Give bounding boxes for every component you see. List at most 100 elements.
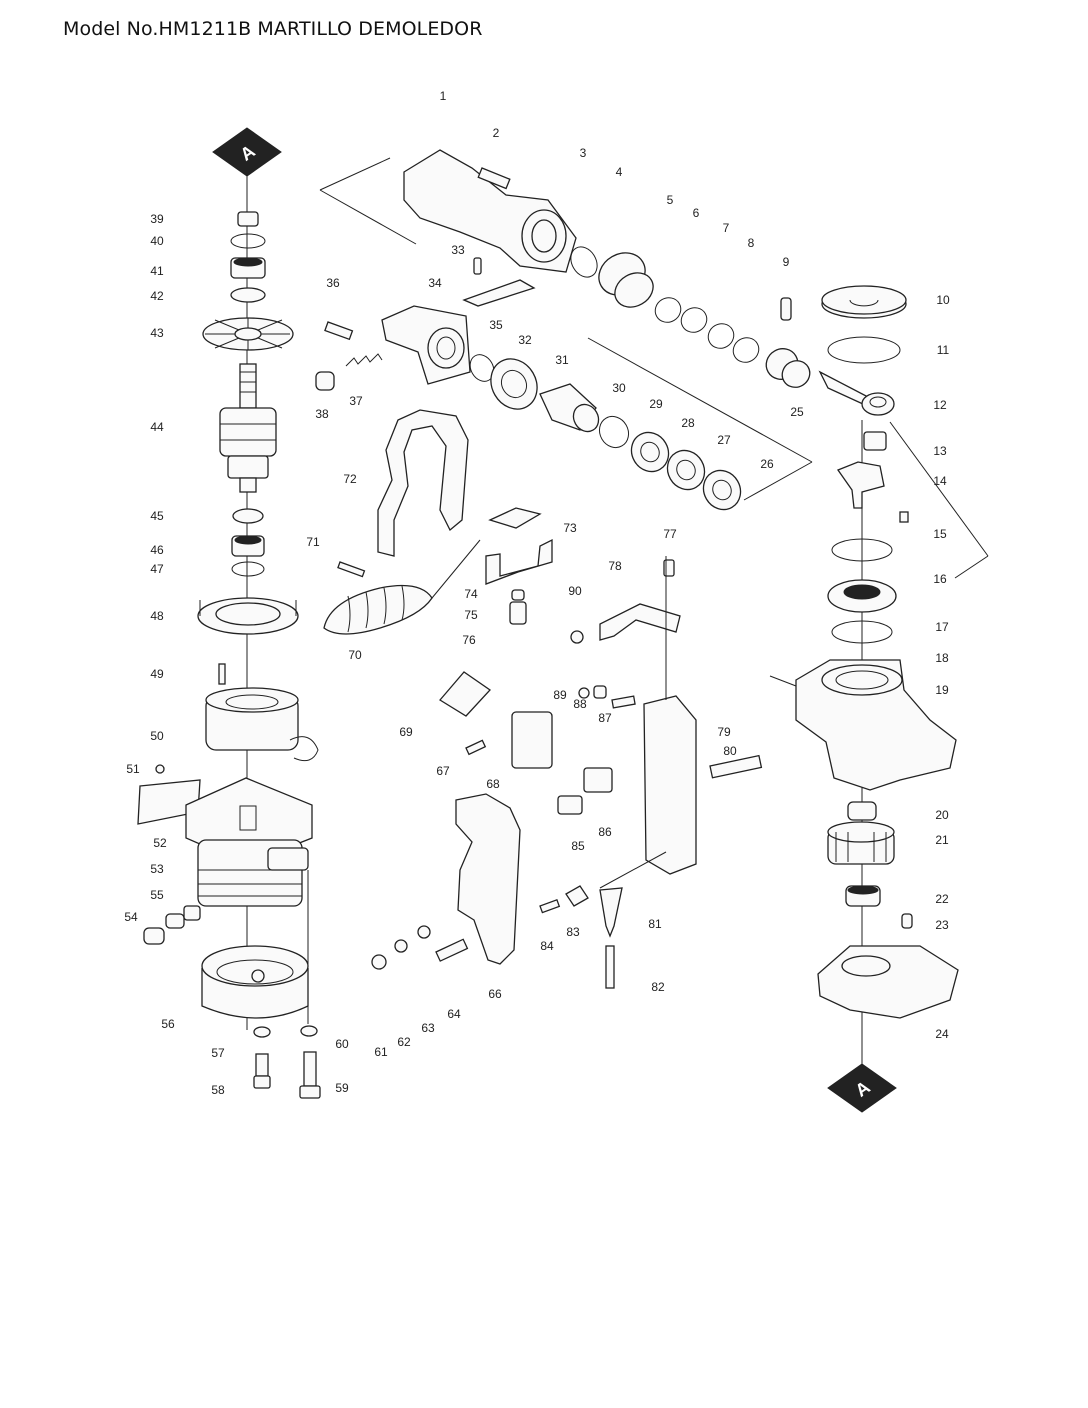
part-callout-10: 10 bbox=[936, 293, 950, 307]
part-callout-75: 75 bbox=[464, 608, 478, 622]
part-callout-9: 9 bbox=[783, 255, 790, 269]
part-callout-53: 53 bbox=[150, 862, 164, 876]
part-callout-73: 73 bbox=[563, 521, 577, 535]
part-callout-45: 45 bbox=[150, 509, 164, 523]
part-callout-49: 49 bbox=[150, 667, 164, 681]
part-callout-11: 11 bbox=[937, 343, 950, 357]
part-callout-88: 88 bbox=[573, 697, 587, 711]
part-callout-4: 4 bbox=[616, 165, 623, 179]
part-callout-82: 82 bbox=[651, 980, 665, 994]
part-callout-89: 89 bbox=[553, 688, 567, 702]
part-callout-44: 44 bbox=[150, 420, 164, 434]
part-callout-71: 71 bbox=[306, 535, 320, 549]
part-callout-50: 50 bbox=[150, 729, 164, 743]
part-callout-54: 54 bbox=[124, 910, 138, 924]
part-callout-7: 7 bbox=[723, 221, 730, 235]
part-callout-41: 41 bbox=[150, 264, 164, 278]
part-callout-47: 47 bbox=[150, 562, 164, 576]
end-cover bbox=[201, 945, 309, 1019]
armature bbox=[219, 363, 277, 493]
part-callout-68: 68 bbox=[486, 777, 500, 791]
part-callout-57: 57 bbox=[211, 1046, 225, 1060]
part-callout-2: 2 bbox=[493, 126, 500, 140]
part-callout-63: 63 bbox=[421, 1021, 435, 1035]
field-housing bbox=[205, 687, 319, 762]
part-callout-24: 24 bbox=[935, 1027, 949, 1041]
part-callout-85: 85 bbox=[571, 839, 585, 853]
part-callout-25: 25 bbox=[790, 405, 804, 419]
part-callout-60: 60 bbox=[335, 1037, 349, 1051]
part-callout-56: 56 bbox=[161, 1017, 175, 1031]
gear-housing-assembly bbox=[769, 420, 989, 1019]
part-callout-80: 80 bbox=[723, 744, 737, 758]
switch-assembly bbox=[371, 507, 763, 989]
motor-housing bbox=[185, 777, 313, 907]
part-callout-31: 31 bbox=[555, 353, 569, 367]
part-callout-78: 78 bbox=[608, 559, 622, 573]
part-callout-74: 74 bbox=[464, 587, 478, 601]
part-callout-90: 90 bbox=[568, 584, 582, 598]
part-callout-66: 66 bbox=[488, 987, 502, 1001]
part-callout-37: 37 bbox=[349, 394, 363, 408]
part-callout-6: 6 bbox=[693, 206, 700, 220]
part-callout-61: 61 bbox=[374, 1045, 388, 1059]
fan bbox=[202, 317, 294, 351]
part-callout-16: 16 bbox=[933, 572, 947, 586]
part-callout-18: 18 bbox=[935, 651, 949, 665]
part-callout-23: 23 bbox=[935, 918, 949, 932]
part-callout-81: 81 bbox=[648, 917, 662, 931]
part-callout-69: 69 bbox=[399, 725, 413, 739]
part-callout-59: 59 bbox=[335, 1081, 349, 1095]
callout-labels: 1234567891011121314151617181920212223242… bbox=[124, 89, 950, 1097]
part-callout-70: 70 bbox=[348, 648, 362, 662]
part-callout-77: 77 bbox=[663, 527, 677, 541]
part-callout-51: 51 bbox=[126, 762, 140, 776]
part-callout-72: 72 bbox=[343, 472, 357, 486]
part-callout-35: 35 bbox=[489, 318, 503, 332]
part-callout-79: 79 bbox=[717, 725, 731, 739]
part-callout-40: 40 bbox=[150, 234, 164, 248]
part-callout-48: 48 bbox=[150, 609, 164, 623]
part-callout-17: 17 bbox=[935, 620, 949, 634]
part-callout-58: 58 bbox=[211, 1083, 225, 1097]
part-callout-46: 46 bbox=[150, 543, 164, 557]
part-callout-86: 86 bbox=[598, 825, 612, 839]
armature-assembly bbox=[137, 211, 321, 1099]
part-callout-33: 33 bbox=[451, 243, 465, 257]
reference-marker-bottom: A bbox=[827, 1010, 897, 1113]
part-callout-42: 42 bbox=[150, 289, 164, 303]
part-callout-87: 87 bbox=[598, 711, 612, 725]
part-callout-22: 22 bbox=[935, 892, 949, 906]
part-callout-52: 52 bbox=[153, 836, 167, 850]
part-callout-38: 38 bbox=[315, 407, 329, 421]
part-callout-62: 62 bbox=[397, 1035, 411, 1049]
part-callout-5: 5 bbox=[667, 193, 674, 207]
part-callout-13: 13 bbox=[933, 444, 947, 458]
part-callout-30: 30 bbox=[612, 381, 626, 395]
part-callout-20: 20 bbox=[935, 808, 949, 822]
part-callout-43: 43 bbox=[150, 326, 164, 340]
part-callout-55: 55 bbox=[150, 888, 164, 902]
part-callout-34: 34 bbox=[428, 276, 442, 290]
page-title: Model No.HM1211B MARTILLO DEMOLEDOR bbox=[63, 18, 483, 40]
part-callout-3: 3 bbox=[580, 146, 587, 160]
cylinder-assembly bbox=[319, 149, 907, 416]
part-callout-27: 27 bbox=[717, 433, 731, 447]
part-callout-15: 15 bbox=[933, 527, 947, 541]
part-callout-64: 64 bbox=[447, 1007, 461, 1021]
part-callout-1: 1 bbox=[440, 89, 447, 103]
part-callout-12: 12 bbox=[933, 398, 947, 412]
part-callout-28: 28 bbox=[681, 416, 695, 430]
part-callout-14: 14 bbox=[933, 474, 947, 488]
part-callout-83: 83 bbox=[566, 925, 580, 939]
reference-marker-top: A bbox=[212, 127, 282, 212]
part-callout-39: 39 bbox=[150, 212, 164, 226]
part-callout-26: 26 bbox=[760, 457, 774, 471]
part-callout-8: 8 bbox=[748, 236, 755, 250]
tool-retainer-assembly bbox=[315, 257, 813, 511]
part-callout-36: 36 bbox=[326, 276, 340, 290]
part-callout-84: 84 bbox=[540, 939, 554, 953]
part-callout-32: 32 bbox=[518, 333, 532, 347]
part-callout-21: 21 bbox=[935, 833, 949, 847]
